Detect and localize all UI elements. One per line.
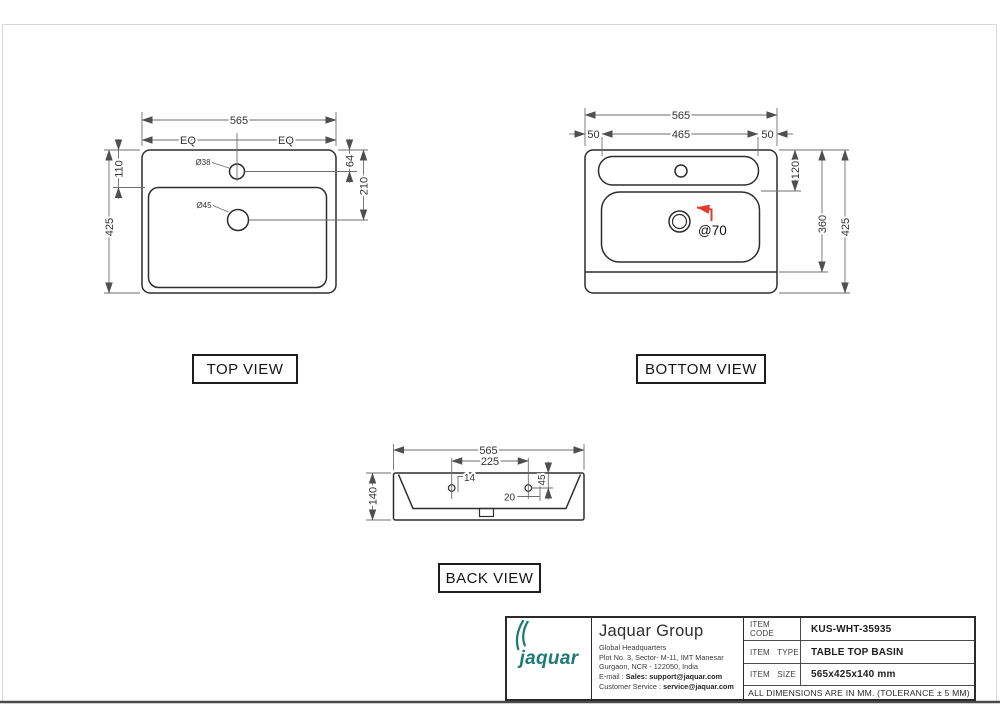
item-code-value: KUS-WHT-35935 (811, 623, 892, 635)
top-basin-outline (141, 149, 337, 294)
back-dim-width: 565 (479, 445, 497, 457)
company-hq: Global Headquarters (599, 643, 667, 652)
back-basin-profile (397, 474, 582, 510)
bottom-view-drawing: 565 50 465 50 120 360 425 @70 (569, 108, 854, 294)
top-dim-eq-left: EQ (180, 135, 196, 147)
tolerance-note: ALL DIMENSIONS ARE IN MM. (TOLERANCE ± 5… (748, 687, 970, 698)
back-view-label: BACK VIEW (438, 563, 541, 593)
bottom-dim-margin-right: 50 (761, 129, 773, 141)
top-dim-drain-offset: 210 (359, 177, 371, 195)
back-dim-hole-height: 45 (537, 474, 548, 486)
bottom-view-label: BOTTOM VIEW (636, 354, 766, 384)
back-basin-outline (392, 472, 585, 521)
top-dim-faucet-offset: 64 (345, 155, 357, 167)
back-dim-hole-label: 14 (464, 473, 476, 484)
bottom-basin-outline (584, 149, 778, 294)
item-type-label: ITEM TYPE (744, 641, 801, 663)
back-dim-height: 140 (368, 487, 380, 505)
bottom-dim-rim-depth: 120 (790, 161, 802, 179)
table-row: ITEM CODE KUS-WHT-35935 (744, 618, 974, 641)
back-overflow-slot (478, 507, 495, 518)
bottom-drain-outer (668, 210, 691, 233)
item-code-label: ITEM CODE (744, 618, 801, 640)
bottom-faucet-hole (674, 164, 688, 178)
top-view-dimension-lines (104, 112, 368, 294)
service-label: Customer Service : (599, 681, 664, 691)
top-label-drain-diameter: Ø45 (196, 201, 212, 210)
item-size-label: ITEM SIZE (744, 664, 801, 685)
jaquar-logo-icon (515, 619, 529, 651)
top-view-drawing: 565 EQ EQ 425 110 64 210 Ø38 Ø45 (102, 112, 373, 294)
bottom-view-dimension-lines (569, 108, 850, 294)
service-value: service@jaquar.com (663, 681, 734, 691)
back-dim-hole-offset: 20 (504, 493, 516, 504)
back-view-drawing: 565 140 225 14 20 45 (366, 443, 585, 521)
company-address-1: Plot No. 3, Sector- M-11, IMT Manesar (599, 652, 724, 662)
bottom-dim-height: 425 (840, 218, 852, 236)
item-size-value: 565x425x140 mm (811, 669, 896, 680)
email-value: Sales: support@jaquar.com (625, 671, 723, 681)
drain-size-note: @70 (698, 223, 727, 238)
bottom-dim-bowl-depth: 360 (817, 215, 829, 233)
item-type-value: TABLE TOP BASIN (811, 646, 904, 658)
email-label: E-mail : (599, 671, 626, 681)
top-drain-hole (226, 208, 250, 232)
table-row: ITEM TYPE TABLE TOP BASIN (744, 641, 974, 664)
top-dim-basin-offset: 110 (114, 160, 126, 178)
bottom-dim-margin-left: 50 (587, 129, 599, 141)
company-info: Jaquar Group Global Headquarters Plot No… (592, 618, 744, 699)
top-basin-bowl (147, 186, 328, 289)
bottom-drain-inner (671, 213, 688, 230)
company-logo: jaquar (507, 618, 592, 699)
bottom-dim-rim-width: 465 (672, 129, 690, 141)
bottom-rim-channel (597, 155, 760, 186)
top-label-faucet-diameter: Ø38 (195, 158, 211, 167)
bottom-bowl-outline (600, 191, 761, 263)
company-name: Jaquar Group (599, 622, 704, 640)
drain-annotation-arrow (696, 204, 713, 221)
back-view-dimension-lines (366, 444, 585, 521)
item-table: ITEM CODE KUS-WHT-35935 ITEM TYPE TABLE … (744, 618, 974, 699)
top-dim-eq-right: EQ (278, 135, 294, 147)
company-email-line: E-mail : Sales: support@jaquar.com (599, 672, 736, 682)
top-dim-height: 425 (104, 218, 116, 236)
company-address-2: Gurgaon, NCR - 122050, India (599, 662, 698, 672)
jaquar-logo-wordmark: jaquar (519, 647, 579, 669)
back-dim-hole-spacing: 225 (481, 456, 499, 468)
bottom-dim-width: 565 (672, 110, 690, 122)
company-service-line: Customer Service : service@jaquar.com (599, 682, 736, 692)
top-dim-width: 565 (230, 115, 248, 127)
top-view-label: TOP VIEW (192, 354, 298, 384)
title-block: jaquar Jaquar Group Global Headquarters … (505, 616, 976, 701)
sheet-border (2, 24, 997, 702)
table-row: ITEM SIZE 565x425x140 mm (744, 664, 974, 686)
